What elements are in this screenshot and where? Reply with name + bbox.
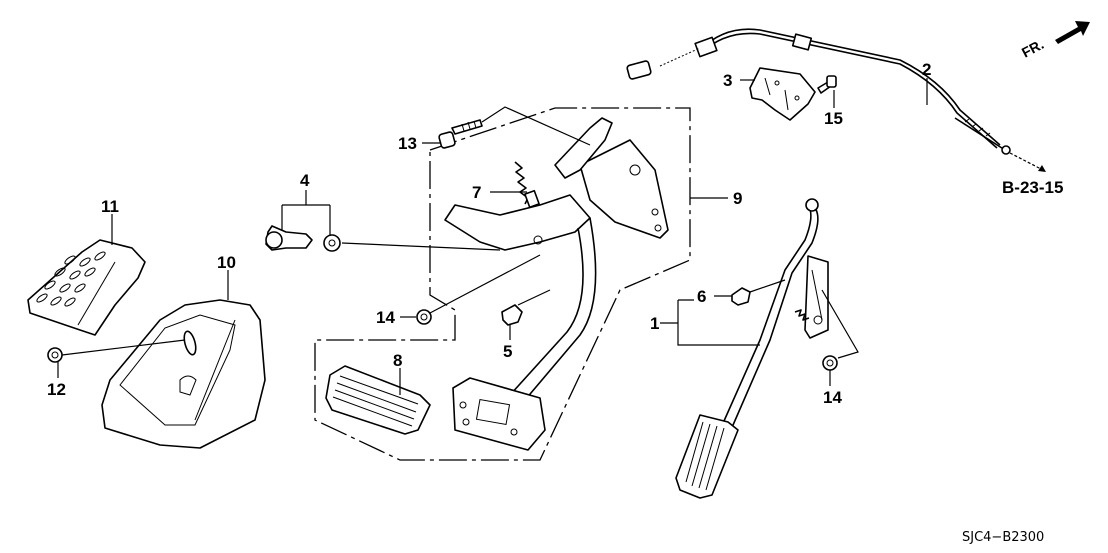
stop-switch-set xyxy=(265,225,341,252)
callout-3: 3 xyxy=(723,71,732,90)
accelerator-pedal-assembly xyxy=(675,198,829,499)
callout-8: 8 xyxy=(393,351,402,370)
flange-nut-14b xyxy=(822,355,838,371)
callout-10: 10 xyxy=(217,253,236,272)
drawing-code: SJC4−B2300 xyxy=(962,530,1044,545)
callout-6: 6 xyxy=(697,287,706,306)
flange-bolt-13 xyxy=(438,119,483,149)
arrow-icon xyxy=(1038,165,1046,172)
accelerator-stopper-6 xyxy=(731,287,751,306)
cable-bracket xyxy=(749,67,816,121)
callout-labels: 1 2 3 4 5 6 7 8 9 10 11 12 13 14 14 15 xyxy=(47,60,931,407)
throttle-cable xyxy=(626,28,1011,155)
assembly-boundary-9 xyxy=(314,107,691,461)
spring-7 xyxy=(514,161,540,209)
callout-15: 15 xyxy=(824,109,843,128)
callout-9: 9 xyxy=(733,189,742,208)
direction-text: FR. xyxy=(1019,36,1046,61)
brake-pedal-assembly xyxy=(314,107,691,461)
arrow-forward-icon xyxy=(1055,21,1090,44)
callout-13: 13 xyxy=(398,134,417,153)
pedal-cover-bracket xyxy=(101,299,266,449)
callout-12: 12 xyxy=(47,380,66,399)
reference-label: B-23-15 xyxy=(1002,178,1063,197)
callout-4: 4 xyxy=(300,171,310,190)
flange-nut-14a xyxy=(416,309,432,325)
callout-14b: 14 xyxy=(823,388,842,407)
leader-lines xyxy=(57,78,1046,395)
pedal-stopper-5 xyxy=(501,304,523,326)
pedal-cover xyxy=(27,239,146,336)
nut-12 xyxy=(47,347,63,363)
brake-pedal-pad xyxy=(325,365,431,435)
direction-indicator: FR. xyxy=(1019,21,1090,61)
callout-7: 7 xyxy=(472,183,481,202)
bolt-15 xyxy=(817,75,837,94)
callout-1: 1 xyxy=(650,314,659,333)
callout-14a: 14 xyxy=(376,308,395,327)
callout-2: 2 xyxy=(922,60,931,79)
callout-11: 11 xyxy=(101,197,119,216)
callout-5: 5 xyxy=(503,342,512,361)
